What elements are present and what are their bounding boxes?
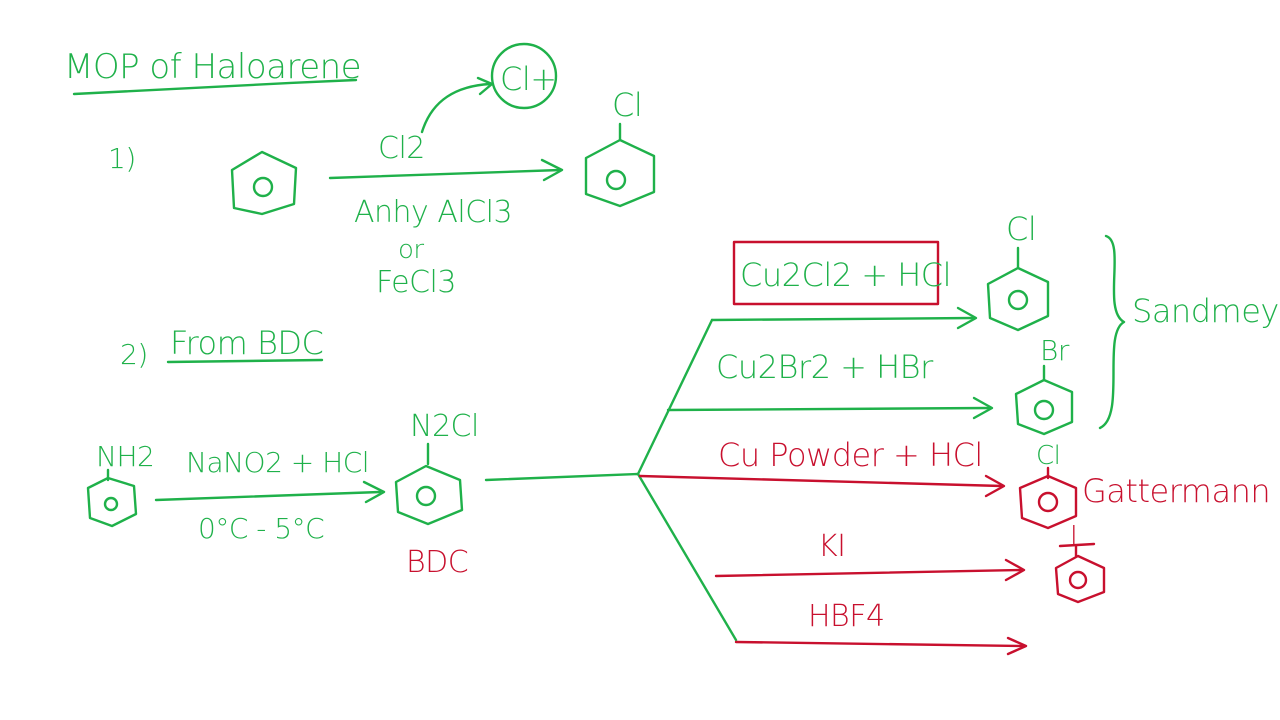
branch-lower (636, 472, 738, 642)
branch2-reagent: Cu2Br2 + HBr (716, 348, 934, 386)
electrophile-curved-arrow (420, 82, 492, 134)
section1-catalyst-line3: FeCl3 (376, 265, 456, 300)
branch1-product: Cl (986, 210, 1050, 332)
svg-text:Cl: Cl (612, 86, 642, 124)
section2-heading: From BDC (170, 324, 323, 362)
branch4-product: I (1054, 521, 1106, 604)
branch3-reagent: Cu Powder + HCl (718, 436, 983, 474)
benzene-reactant-1 (230, 150, 298, 216)
branch2-product: Br (1014, 334, 1074, 436)
branch2-arrow (666, 406, 992, 412)
title-underline (72, 78, 358, 96)
section1-catalyst-line1: Anhy AlCl3 (354, 195, 512, 230)
svg-text:Br: Br (1040, 334, 1070, 367)
branch4-arrow (714, 568, 1024, 578)
section1-reagent: Cl2 (378, 131, 425, 166)
svg-text:NH2: NH2 (96, 440, 154, 473)
diazonium-intermediate: N2Cl (394, 409, 479, 526)
branch1-reagent-box (732, 240, 940, 306)
gattermann-label: Gattermann (1082, 472, 1270, 510)
branch-upper (636, 318, 714, 476)
electrophile-badge: Cl+ (490, 42, 558, 110)
aniline-reactant: NH2 (86, 440, 155, 528)
branch5-reagent: HBF4 (808, 599, 885, 634)
section2-reagent: NaNO2 + HCl (186, 446, 369, 479)
branch-trunk (484, 472, 640, 482)
section1-reaction-arrow (328, 168, 562, 180)
svg-text:Cl+: Cl+ (500, 60, 557, 98)
section1-number: 1) (108, 142, 136, 175)
svg-text:I: I (1070, 521, 1077, 551)
section2-number: 2) (120, 338, 148, 371)
bdc-label: BDC (406, 545, 468, 580)
page-title: MOP of Haloarene (64, 47, 361, 87)
branch3-product: Cl (1018, 441, 1078, 530)
branch1-arrow (710, 316, 976, 322)
branch5-arrow (734, 640, 1026, 648)
branch4-reagent: KI (818, 529, 846, 564)
svg-text:Cl: Cl (1006, 210, 1036, 248)
section2-reaction-arrow (154, 490, 382, 502)
sandmeyer-brace (1098, 234, 1126, 430)
sandmeyer-label: Sandmeyer (1132, 292, 1280, 330)
section1-catalyst-line2: or (398, 235, 424, 265)
chlorobenzene-product-1: Cl (584, 86, 656, 208)
branch1-reagent: Cu2Cl2 + HCl (740, 256, 951, 294)
section2-condition: 0°C - 5°C (198, 512, 324, 545)
section2-heading-underline (166, 358, 324, 364)
svg-text:Cl: Cl (1036, 441, 1060, 471)
svg-text:N2Cl: N2Cl (410, 409, 479, 444)
branch3-arrow (638, 474, 1004, 488)
